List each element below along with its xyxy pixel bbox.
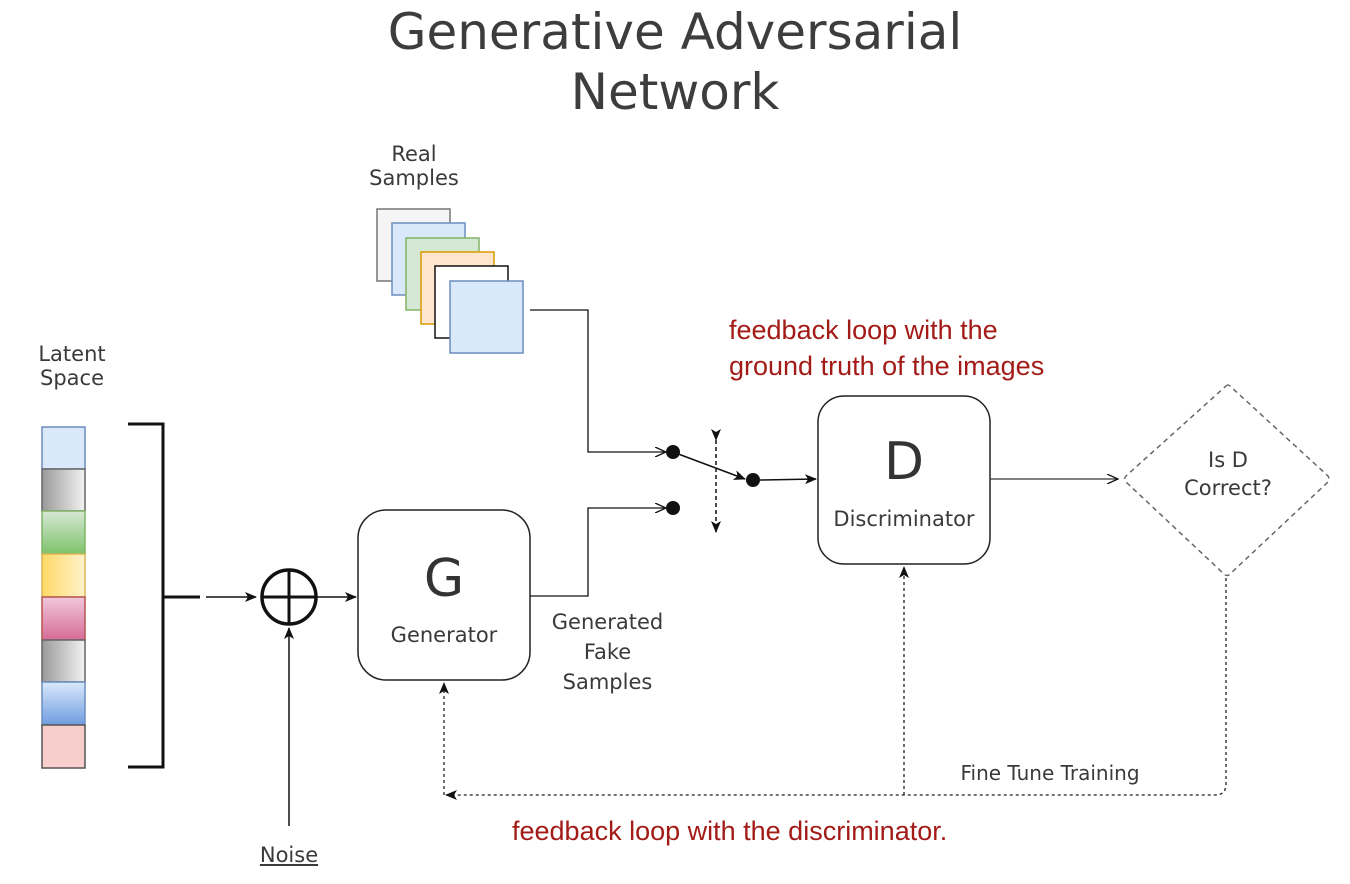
annotation-top-line-2: ground truth of the images [729, 351, 1045, 381]
latent-label-line-2: Space [40, 366, 104, 391]
latent-cell [41, 510, 86, 555]
title-line-2: Network [570, 63, 780, 121]
latent-cell [41, 681, 86, 726]
generator-box[interactable] [357, 509, 531, 681]
real-samples-label: Real Samples [354, 142, 474, 190]
generated-line-3: Samples [562, 670, 653, 694]
latent-cell [41, 426, 86, 470]
decision-label: Is D Correct? [1130, 446, 1326, 502]
discriminator-letter: D [883, 432, 925, 492]
generator-label: Generator [390, 623, 498, 647]
real-label-line-2: Samples [369, 166, 459, 191]
generated-fake-samples-label: Generated Fake Samples [530, 607, 685, 697]
switch-fake-contact [666, 501, 680, 515]
fine-tune-loop [445, 578, 1227, 800]
title-line-1: Generative Adversarial [387, 3, 963, 61]
discriminator-label: Discriminator [833, 507, 975, 531]
real-samples-stack [376, 208, 524, 354]
decision-line-2: Correct? [1184, 476, 1272, 500]
real-samples-path [530, 309, 666, 452]
generated-line-2: Fake [583, 640, 632, 664]
real-label-line-1: Real [391, 142, 437, 166]
generator-letter: G [423, 549, 465, 609]
latent-bracket [128, 422, 200, 769]
switch-lever[interactable] [672, 451, 746, 480]
sum-node-icon [260, 568, 318, 626]
decision-diamond[interactable] [1123, 384, 1330, 577]
switch-output-contact [746, 473, 760, 487]
fake-samples-path [530, 508, 666, 597]
fine-tune-label: Fine Tune Training [960, 761, 1140, 785]
latent-cell [41, 553, 86, 598]
discriminator-box[interactable] [817, 395, 991, 565]
latent-vector [41, 426, 86, 769]
noise-label: Noise [259, 843, 319, 867]
generated-line-1: Generated [551, 610, 664, 634]
decision-line-1: Is D [1208, 448, 1248, 472]
latent-label-line-1: Latent [38, 342, 106, 366]
annotation-bottom: feedback loop with the discriminator. [512, 816, 948, 846]
annotation-top: feedback loop with the ground truth of t… [729, 312, 1044, 384]
latent-cell [41, 468, 86, 512]
latent-cell [41, 639, 86, 683]
annotation-top-line-1: feedback loop with the [729, 315, 998, 345]
arrow-to-discriminator [759, 474, 817, 485]
latent-cell [41, 596, 86, 641]
latent-cell [41, 724, 86, 769]
diagram-title: Generative Adversarial Network [0, 2, 1350, 122]
latent-space-label: Latent Space [20, 342, 124, 390]
